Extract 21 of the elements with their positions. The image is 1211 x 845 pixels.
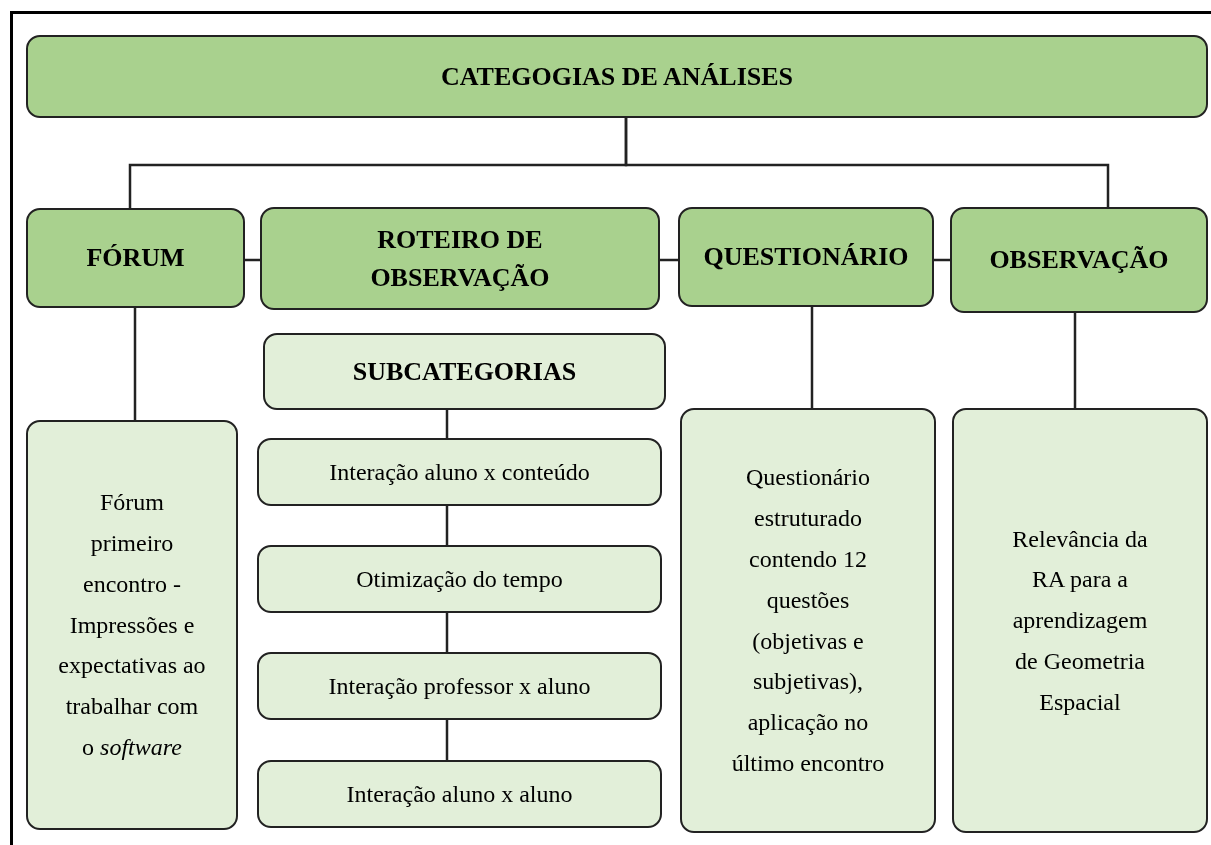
category-box: CATEGOGIAS DE ANÁLISES bbox=[26, 35, 1208, 118]
description-box: Interação aluno x aluno bbox=[257, 760, 662, 828]
category-box: OBSERVAÇÃO bbox=[950, 207, 1208, 313]
connector-line bbox=[445, 410, 449, 438]
category-box: ROTEIRO DE OBSERVAÇÃO bbox=[260, 207, 660, 310]
description-box: Otimização do tempo bbox=[257, 545, 662, 613]
subcategory-box: SUBCATEGORIAS bbox=[263, 333, 666, 410]
description-box: Interação professor x aluno bbox=[257, 652, 662, 720]
description-box: Questionário estruturado contendo 12 questões (objetivas e subjetivas), aplicação no último encontro bbox=[680, 408, 936, 833]
connector-line bbox=[133, 308, 137, 420]
connector-line bbox=[624, 118, 1110, 207]
connector-line bbox=[445, 720, 449, 760]
category-box: FÓRUM bbox=[26, 208, 245, 308]
connector-line bbox=[1073, 313, 1077, 408]
description-box: Interação aluno x conteúdo bbox=[257, 438, 662, 506]
connector-line bbox=[810, 307, 814, 408]
connector-line bbox=[445, 506, 449, 545]
description-box: Fórum primeiro encontro - Impressões e expectativas ao trabalhar com o software bbox=[26, 420, 238, 830]
connector-line bbox=[445, 613, 449, 652]
description-box: Relevância da RA para a aprendizagem de Geometria Espacial bbox=[952, 408, 1208, 833]
category-box: QUESTIONÁRIO bbox=[678, 207, 934, 307]
